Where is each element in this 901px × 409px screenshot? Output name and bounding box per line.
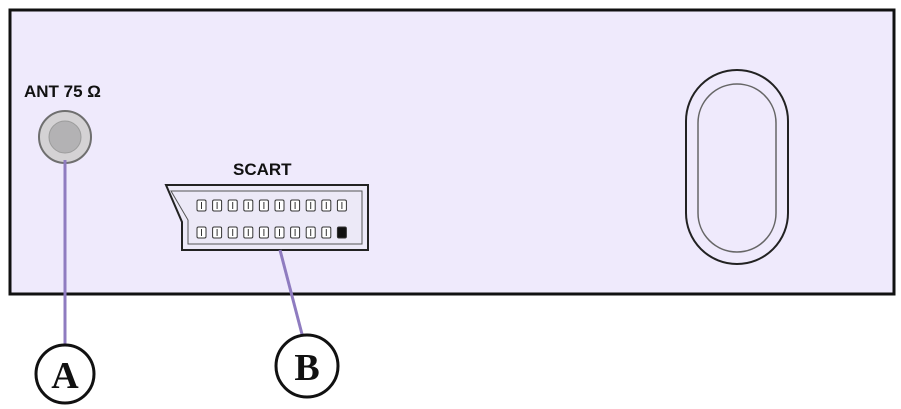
callout-a: A — [34, 343, 96, 405]
rear-panel — [8, 8, 896, 296]
antenna-connector — [38, 110, 92, 164]
oval-opening — [685, 69, 789, 265]
callout-b: B — [274, 333, 340, 399]
scart-connector — [164, 184, 369, 251]
callout-b-label: B — [294, 347, 319, 389]
scart-pins — [196, 199, 347, 239]
callout-a-label: A — [51, 355, 79, 397]
scart-label: SCART — [233, 160, 292, 179]
antenna-label: ANT 75 Ω — [24, 82, 101, 101]
leader-line-b — [278, 249, 305, 339]
